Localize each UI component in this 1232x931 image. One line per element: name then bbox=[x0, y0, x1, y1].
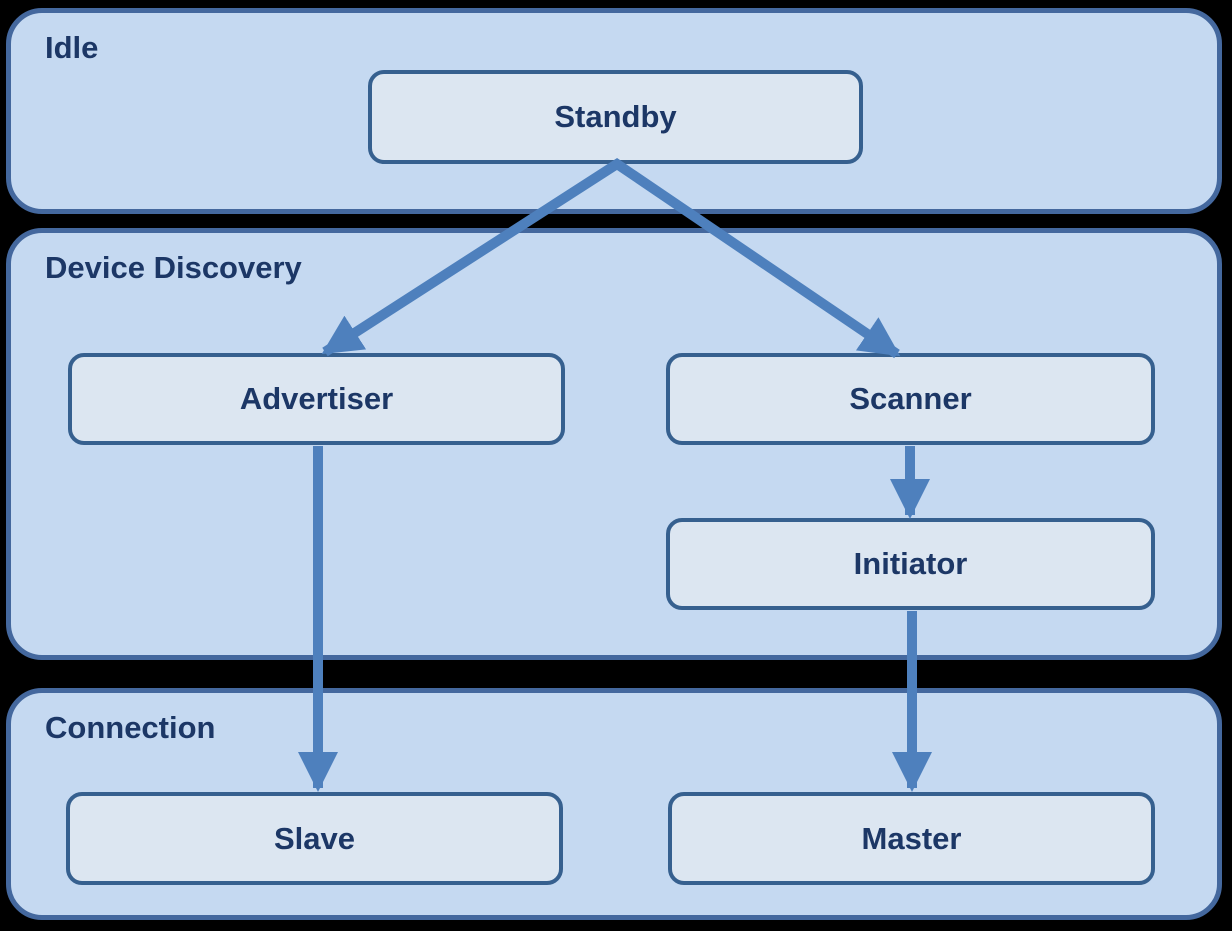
node-slave-label: Slave bbox=[273, 820, 355, 856]
node-advertiser-label: Advertiser bbox=[239, 381, 394, 416]
section-device-discovery-label: Device Discovery bbox=[45, 250, 302, 285]
node-master-label: Master bbox=[861, 820, 962, 856]
node-scanner-label: Scanner bbox=[849, 381, 972, 416]
node-scanner: Scanner bbox=[666, 353, 1155, 445]
node-initiator-label: Initiator bbox=[853, 546, 968, 581]
section-connection-label: Connection bbox=[45, 710, 216, 745]
node-master: Master bbox=[668, 792, 1155, 885]
node-slave: Slave bbox=[66, 792, 563, 885]
node-standby-label: Standby bbox=[554, 99, 677, 134]
node-initiator: Initiator bbox=[666, 518, 1155, 610]
node-standby: Standby bbox=[368, 70, 863, 164]
section-idle-label: Idle bbox=[45, 30, 99, 65]
node-advertiser: Advertiser bbox=[68, 353, 565, 445]
